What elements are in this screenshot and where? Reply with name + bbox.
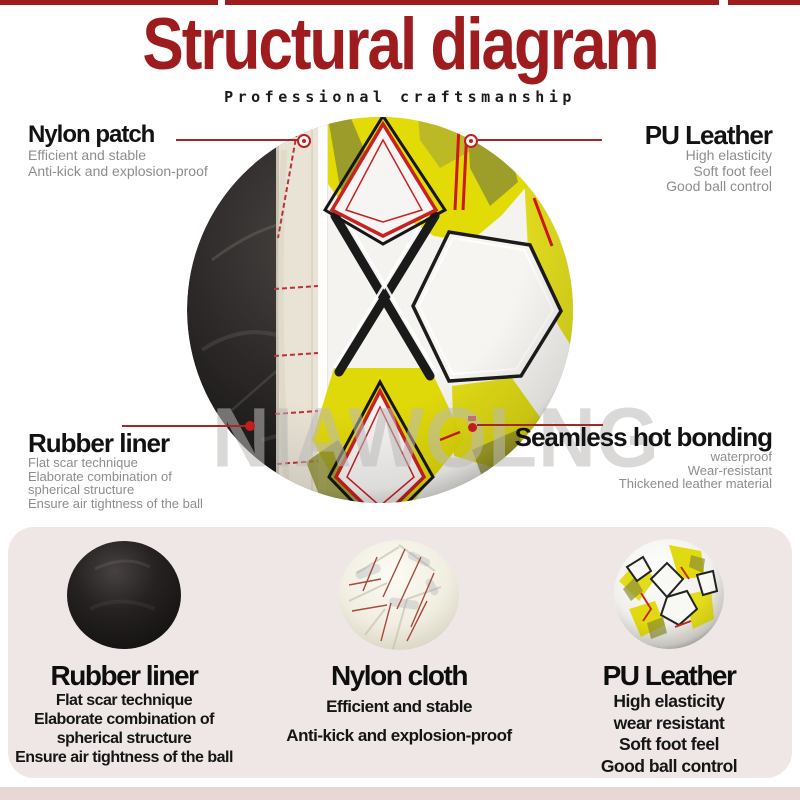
callout-line: Elaborate combination of [28,468,172,484]
connector-ring-marker [464,134,478,148]
brand-watermark: NIAWOLNG [212,391,660,485]
material-line: Good ball control [600,755,738,776]
callout-line: Good ball control [666,178,772,194]
black-rubber-ball-illustration [67,541,181,649]
material-line: Ensure air tightness of the ball [15,749,233,766]
pu-leather-ball-image [546,539,792,661]
material-name: PU Leather [602,660,737,691]
connector-ring-marker [297,134,311,148]
callout-nylon-patch: Nylon patch Efficient and stable Anti-ki… [28,122,208,179]
material-line: High elasticity [613,691,725,711]
material-line: Flat scar technique [55,692,193,709]
material-column-rubber-liner: Rubber liner Flat scar technique Elabora… [10,527,238,767]
connector-line-nylon-patch [176,139,298,141]
material-line: spherical structure [56,730,192,747]
callout-rubber-liner: Rubber liner Flat scar technique Elabora… [28,430,203,510]
material-line: Soft foot feel [619,734,719,754]
material-line: Elaborate combination of [33,711,215,728]
connector-line-seamless [477,424,603,426]
top-accent-strip [225,0,719,5]
soccer-ball-cutaway-illustration [187,117,573,503]
ring-center-dot [302,139,306,143]
material-column-pu-leather: PU Leather High elasticity wear resistan… [546,527,792,777]
callout-seamless-bonding: Seamless hot bonding waterproof Wear-res… [514,422,773,491]
top-accent-strip [728,0,800,5]
connector-line-pu-leather [478,139,602,141]
callout-line: Soft foot feel [693,162,772,179]
page-title: Structural diagram [142,4,659,86]
callout-line: Thickened leather material [618,476,772,491]
callout-line: High elasticity [685,147,772,163]
page-subtitle: Professional craftsmanship [224,88,576,106]
callout-line: Anti-kick and explosion-proof [28,162,208,179]
material-name: Rubber liner [50,660,199,691]
materials-panel: Rubber liner Flat scar technique Elabora… [8,527,792,778]
callout-pu-leather: PU Leather High elasticity Soft foot fee… [644,120,773,195]
bottom-accent-strip [0,787,800,800]
callout-title: Nylon patch [28,121,155,148]
material-line: Efficient and stable [326,697,472,716]
callout-title: Seamless hot bonding [514,422,773,452]
material-line: wear resistant [613,712,725,733]
material-name: Nylon cloth [331,660,468,691]
callout-line: Ensure air tightness of the ball [28,495,203,511]
callout-title: PU Leather [644,120,773,150]
pu-leather-ball-illustration [614,539,724,649]
connector-dot-marker [468,423,477,432]
callout-title: Rubber liner [28,428,170,458]
rubber-liner-ball-image [10,539,238,661]
material-line: Anti-kick and explosion-proof [286,726,512,745]
callout-line: spherical structure [28,482,135,497]
material-column-nylon-cloth: Nylon cloth Efficient and stable Anti-ki… [260,527,538,749]
ring-center-dot [469,139,473,143]
callout-line: Flat scar technique [28,455,138,470]
nylon-cloth-ball-illustration [339,540,459,650]
callout-line: Wear-resistant [687,462,772,478]
nylon-cloth-ball-image [260,539,538,661]
callout-line: waterproof [710,449,772,464]
callout-line: Efficient and stable [28,147,147,163]
connector-dot-marker [245,421,255,431]
connector-line-rubber-liner [122,425,248,427]
top-accent-strip [0,0,218,5]
